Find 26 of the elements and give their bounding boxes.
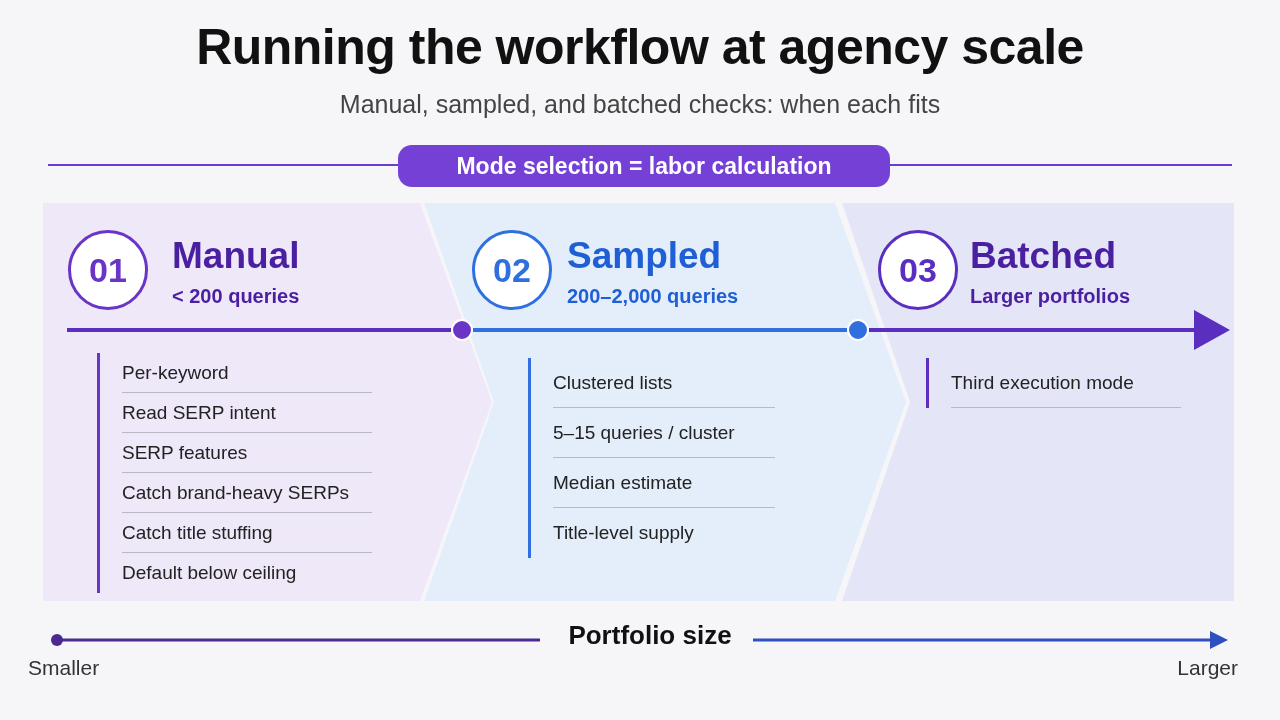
stage-panel xyxy=(842,203,1234,601)
checklist-item: Title-level supply xyxy=(553,521,695,545)
axis-end-label: Larger xyxy=(1177,656,1238,680)
title: Running the workflow at agency scale xyxy=(195,18,1085,76)
timeline-arrow xyxy=(869,310,1230,350)
stage-title: Sampled xyxy=(567,235,722,277)
axis-end-label: Smaller xyxy=(28,656,100,680)
checklist-item: Clustered lists xyxy=(553,358,775,408)
checklist-item: Median estimate xyxy=(553,458,775,508)
subtitle: Manual, sampled, and batched checks: when each fits xyxy=(338,90,942,119)
checklist-item: Third execution mode xyxy=(951,358,1181,408)
checklist-item: Per-keyword xyxy=(122,353,372,393)
checklist-item: Catch brand-heavy SERPs xyxy=(122,473,372,513)
banner-pill: Mode selection = labor calculation xyxy=(398,145,890,187)
checklist-item: SERP features xyxy=(122,433,372,473)
checklist-item: Default below ceiling xyxy=(122,561,298,585)
stage-range: < 200 queries xyxy=(172,285,300,308)
stage-range: Larger portfolios xyxy=(970,285,1130,308)
checklist-item: Read SERP intent xyxy=(122,393,372,433)
checklist-item: 5–15 queries / cluster xyxy=(553,408,775,458)
stage-panel xyxy=(43,203,492,601)
stage-title: Batched xyxy=(970,235,1116,277)
axis-label: Portfolio size xyxy=(567,620,733,651)
checklist-item: Catch title stuffing xyxy=(122,513,372,553)
stage-title: Manual xyxy=(172,235,300,277)
stage-range: 200–2,000 queries xyxy=(567,285,739,308)
